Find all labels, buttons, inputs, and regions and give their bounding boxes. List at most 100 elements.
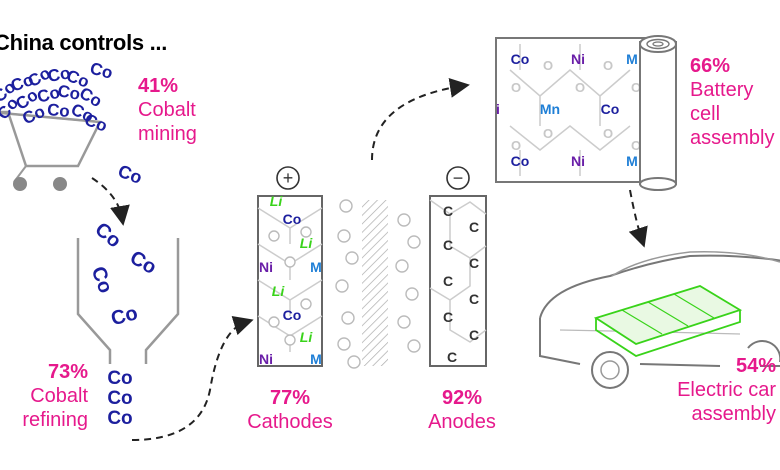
cobalt-symbol: Co bbox=[283, 211, 302, 227]
manganese-symbol: M bbox=[310, 259, 322, 275]
stat-label: Cobalt refining bbox=[22, 385, 88, 431]
stat-cobalt-refining: 73% Cobalt refining bbox=[6, 360, 88, 432]
cobalt-symbol: Co bbox=[126, 247, 160, 279]
nickel-symbol: Ni bbox=[571, 153, 585, 169]
carbon-symbol: C bbox=[443, 309, 453, 325]
cobalt-symbol: Co bbox=[88, 59, 115, 83]
cobalt-symbol: Co bbox=[82, 110, 110, 136]
carbon-symbol: C bbox=[443, 203, 453, 219]
stat-pct: 54% bbox=[735, 355, 776, 377]
cobalt-symbol: Co bbox=[107, 388, 132, 409]
stat-label: Cobalt mining bbox=[138, 99, 197, 145]
lithium-symbol: Li bbox=[300, 235, 314, 251]
electrolyte-particle bbox=[341, 311, 355, 325]
cobalt-symbol: Co bbox=[46, 100, 70, 121]
carbon-symbol: C bbox=[469, 327, 479, 343]
oxygen-symbol: O bbox=[511, 80, 521, 95]
manganese-symbol: Mn bbox=[540, 101, 560, 117]
stat-label: Anodes bbox=[428, 411, 496, 433]
electrolyte-particle bbox=[397, 213, 411, 227]
oxygen-symbol: O bbox=[631, 80, 641, 95]
stat-label: Battery cell assembly bbox=[690, 79, 775, 149]
oxygen-symbol: O bbox=[543, 126, 553, 141]
cobalt-symbol: Co bbox=[107, 368, 132, 389]
stat-battery-cell-assembly: 66% Battery cell assembly bbox=[690, 54, 774, 150]
page-title: China controls ... bbox=[0, 30, 168, 55]
electrolyte-particle bbox=[335, 279, 349, 293]
positive-terminal-icon: + bbox=[276, 166, 300, 190]
stat-pct: 73% bbox=[47, 361, 88, 383]
electric-car-icon bbox=[539, 250, 780, 389]
carbon-symbol: C bbox=[469, 291, 479, 307]
oxygen-atom bbox=[300, 226, 312, 238]
nickel-symbol-partial: i bbox=[496, 101, 500, 117]
cobalt-symbol: Co bbox=[511, 51, 530, 67]
oxygen-symbol: O bbox=[631, 138, 641, 153]
stat-pct: 77% bbox=[269, 387, 311, 409]
cobalt-symbol: Co bbox=[115, 161, 144, 188]
stat-cobalt-mining: 41% Cobalt mining bbox=[138, 74, 197, 146]
electrolyte-particle bbox=[407, 339, 421, 353]
stat-pct: 41% bbox=[138, 75, 179, 97]
oxygen-symbol: O bbox=[575, 80, 585, 95]
oxygen-symbol: O bbox=[543, 58, 553, 73]
nickel-symbol: Ni bbox=[571, 51, 585, 67]
arrow-anodes-to-cell bbox=[371, 77, 470, 161]
negative-terminal-icon: − bbox=[446, 166, 470, 190]
electrolyte-particle bbox=[337, 337, 351, 351]
stat-label: Cathodes bbox=[247, 411, 333, 433]
arrow-refining-to-cathodes bbox=[131, 315, 254, 441]
arrow-mining-to-refining bbox=[91, 177, 130, 226]
stat-electric-car-assembly: 54% Electric car assembly bbox=[672, 354, 776, 426]
mining-cart-icon bbox=[0, 110, 102, 191]
cobalt-symbol: Co bbox=[46, 63, 72, 86]
stat-cathodes: 77% Cathodes bbox=[236, 386, 344, 434]
carbon-symbol: C bbox=[469, 255, 479, 271]
electrolyte-particle bbox=[337, 229, 351, 243]
nickel-symbol: Ni bbox=[259, 351, 273, 367]
stat-pct: 66% bbox=[690, 55, 731, 77]
carbon-symbol: C bbox=[443, 237, 453, 253]
carbon-symbol: C bbox=[469, 219, 479, 235]
refining-funnel-icon bbox=[76, 238, 180, 364]
lithium-symbol: Li bbox=[300, 329, 314, 345]
electrolyte-particle bbox=[407, 235, 421, 249]
oxygen-atom bbox=[268, 230, 280, 242]
svg-text:−: − bbox=[453, 168, 464, 188]
lithium-symbol: Li bbox=[272, 283, 286, 299]
cobalt-symbol: Co bbox=[601, 101, 620, 117]
stat-anodes: 92% Anodes bbox=[416, 386, 508, 434]
cobalt-symbol: Co bbox=[511, 153, 530, 169]
manganese-symbol: M bbox=[310, 351, 322, 367]
electrolyte-particle bbox=[345, 251, 359, 265]
cobalt-symbol: Co bbox=[91, 218, 126, 252]
electrolyte-particle bbox=[347, 355, 361, 369]
manganese-symbol: M bbox=[626, 153, 638, 169]
electrolyte-particle bbox=[397, 315, 411, 329]
nickel-symbol: Ni bbox=[259, 259, 273, 275]
manganese-symbol: M bbox=[626, 51, 638, 67]
separator bbox=[362, 200, 388, 366]
svg-text:+: + bbox=[283, 168, 294, 188]
oxygen-atom bbox=[284, 334, 296, 346]
battery-roll-icon bbox=[639, 35, 677, 191]
cobalt-symbol: Co bbox=[109, 302, 140, 330]
arrow-cell-to-car bbox=[628, 189, 648, 248]
electrolyte-particle bbox=[395, 259, 409, 273]
oxygen-atom bbox=[284, 256, 296, 268]
oxygen-symbol: O bbox=[511, 138, 521, 153]
oxygen-symbol: O bbox=[603, 126, 613, 141]
stat-pct: 92% bbox=[441, 387, 483, 409]
lithium-symbol: Li bbox=[270, 193, 284, 209]
cobalt-symbol: Co bbox=[56, 81, 82, 104]
cobalt-symbol: Co bbox=[87, 264, 117, 297]
oxygen-symbol: O bbox=[603, 58, 613, 73]
electrolyte-region bbox=[335, 199, 421, 369]
cobalt-symbol: Co bbox=[107, 408, 132, 429]
electrolyte-particle bbox=[339, 199, 353, 213]
